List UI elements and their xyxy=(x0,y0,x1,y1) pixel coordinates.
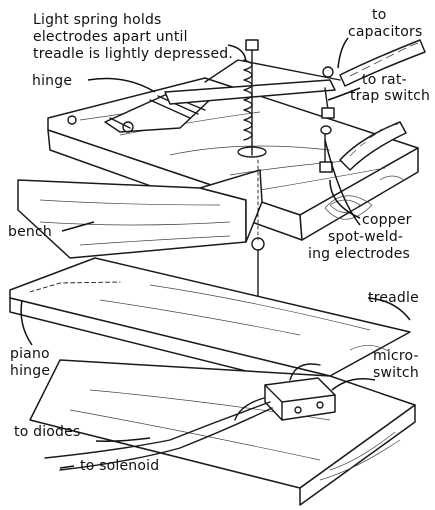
capacitor-cable xyxy=(339,39,426,87)
electrodes-line3: ing electrodes xyxy=(308,246,410,262)
to-rat-trap-line2: trap switch xyxy=(350,88,430,104)
base-board xyxy=(29,359,416,506)
to-capacitors-line1: to xyxy=(372,7,386,23)
to-solenoid-label: to solenoid xyxy=(80,458,159,474)
electrodes-line1: copper xyxy=(362,212,412,228)
to-capacitors-line2: capacitors xyxy=(348,24,422,40)
electrodes xyxy=(319,66,335,173)
piano-hinge-line2: hinge xyxy=(10,363,50,379)
spring-assembly xyxy=(237,39,267,322)
bench-beam xyxy=(17,169,263,259)
microswitch-line1: micro- xyxy=(373,348,419,364)
treadle-label: treadle xyxy=(368,290,419,306)
spring-note-line3: treadle is lightly depressed. xyxy=(33,46,233,62)
spring-note-line1: Light spring holds xyxy=(33,12,162,28)
microswitch xyxy=(264,363,336,421)
to-rat-trap-line1: to rat- xyxy=(362,72,407,88)
hinge-label: hinge xyxy=(32,73,72,89)
bench-label: bench xyxy=(8,224,52,240)
electrodes-line2: spot-weld- xyxy=(328,229,403,245)
spring-note-line2: electrodes apart until xyxy=(33,29,188,45)
to-diodes-label: to diodes xyxy=(14,424,80,440)
wires xyxy=(44,397,273,471)
microswitch-line2: switch xyxy=(373,365,419,381)
leaders xyxy=(20,37,411,442)
rat-trap-cable xyxy=(339,121,407,171)
piano-hinge-line1: piano xyxy=(10,346,50,362)
solenoid-leader xyxy=(59,465,75,469)
